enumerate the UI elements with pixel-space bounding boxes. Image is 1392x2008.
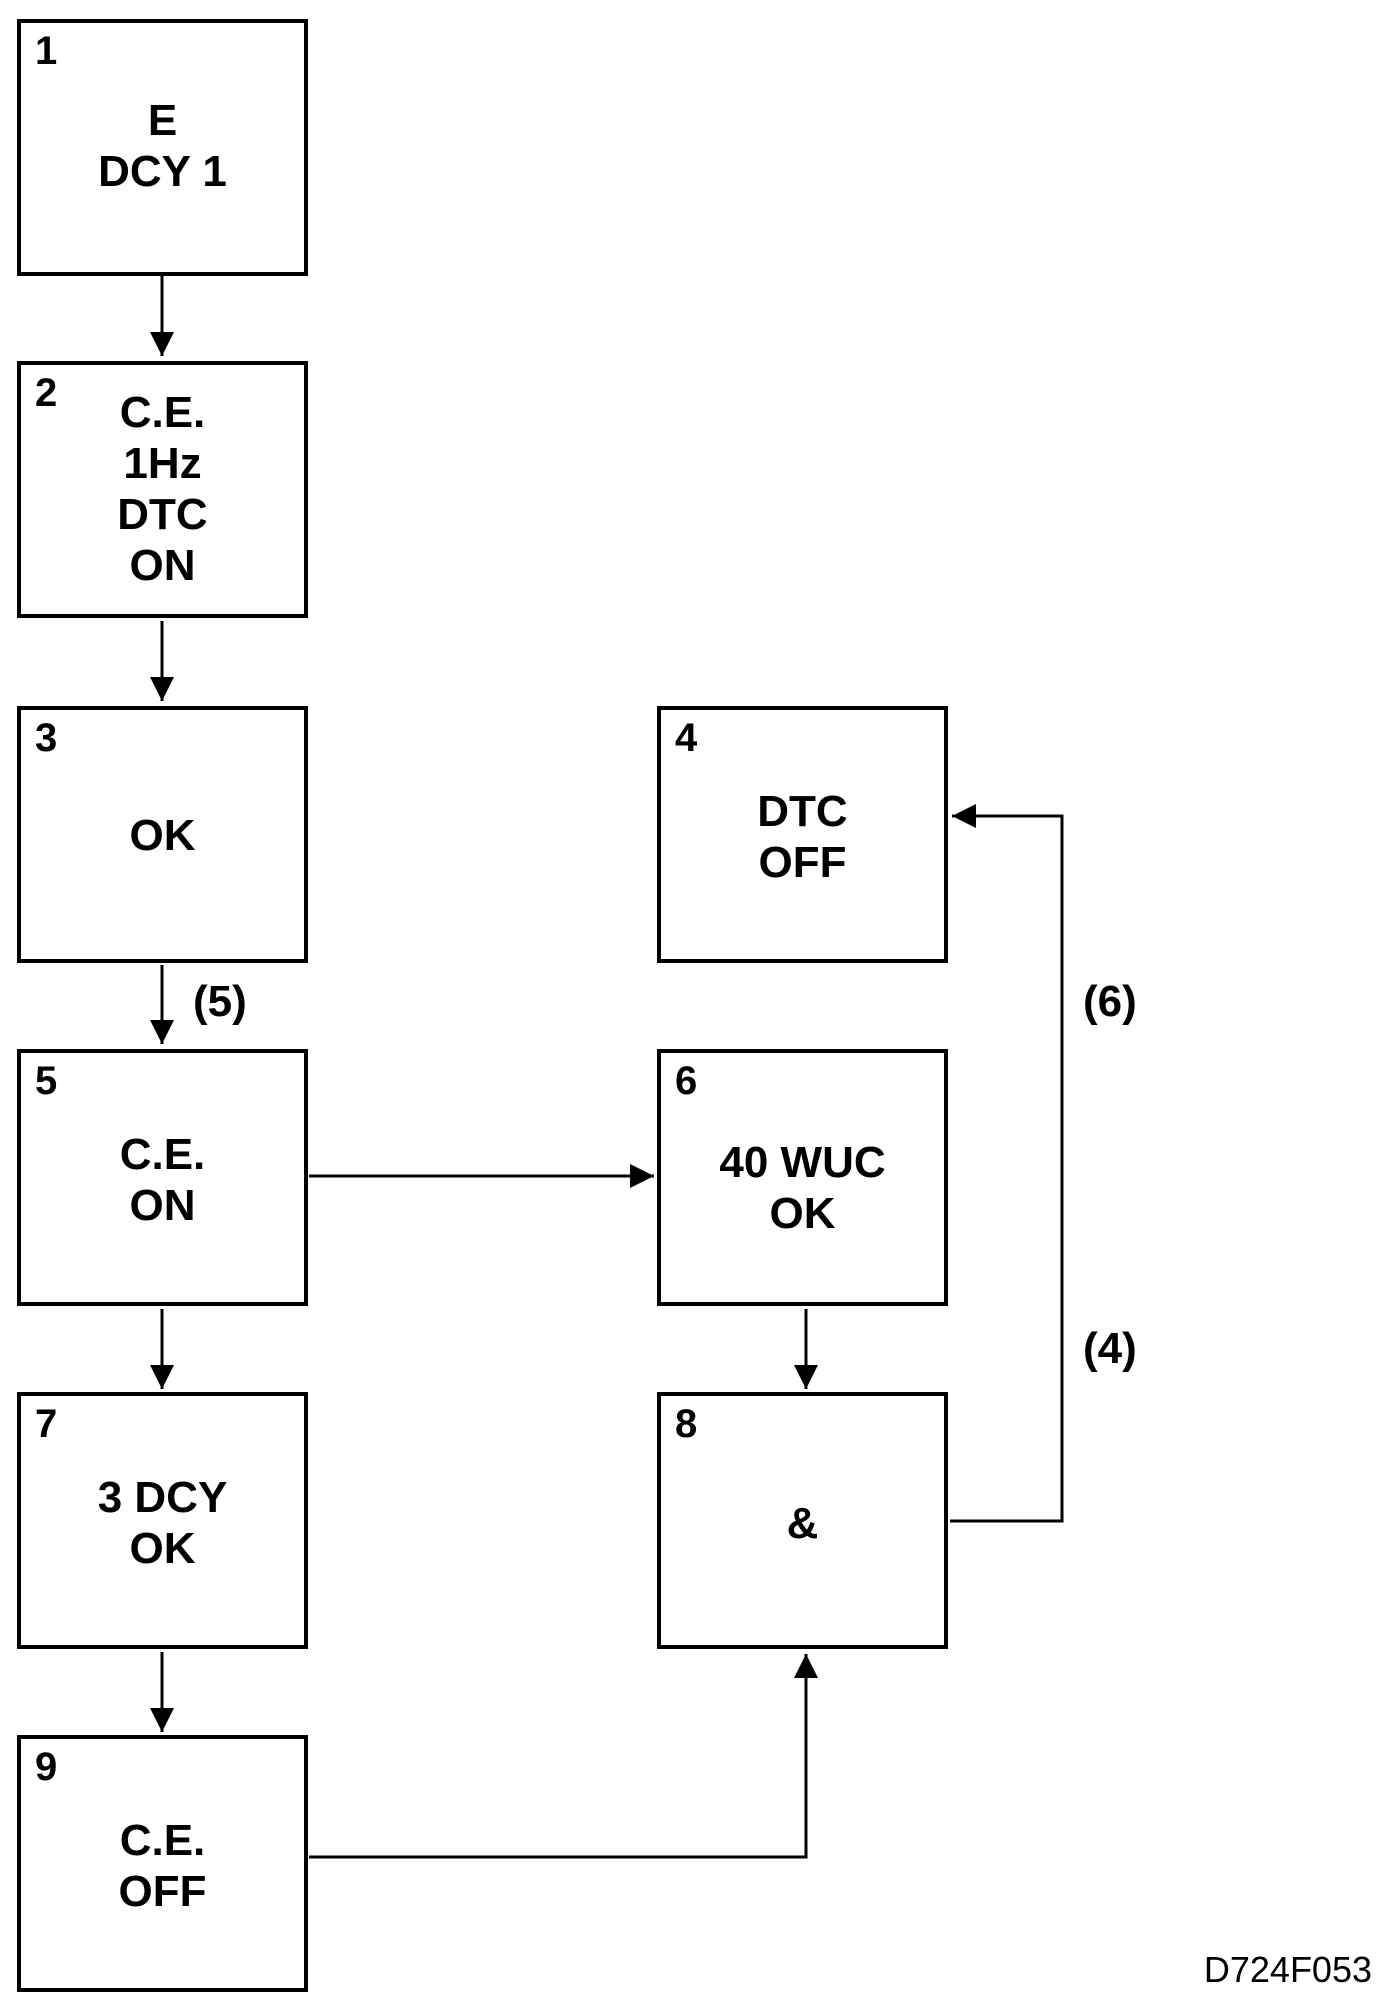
box-4-text: DTC OFF [757, 787, 848, 887]
box-9-text: C.E. OFF [118, 1816, 207, 1916]
box-6-number: 6 [675, 1059, 698, 1103]
box-8: 8 & [657, 1392, 948, 1649]
box-8-text: & [786, 1499, 819, 1548]
box-2: 2 C.E. 1Hz DTC ON [17, 361, 308, 618]
box-1-number: 1 [35, 29, 58, 73]
arrow-9-to-8 [309, 1654, 818, 1859]
box-3-text: OK [129, 811, 196, 860]
box-7: 7 3 DCY OK [17, 1392, 308, 1649]
box-5-text: C.E. ON [119, 1130, 206, 1230]
box-4: 4 DTC OFF [657, 706, 948, 963]
box-6-text: 40 WUC OK [719, 1138, 886, 1238]
box-1: 1 E DCY 1 [17, 19, 308, 276]
box-7-number: 7 [35, 1402, 58, 1446]
arrow-8-to-4 [950, 804, 1064, 1523]
box-8-number: 8 [675, 1402, 698, 1446]
box-7-text: 3 DCY OK [97, 1473, 228, 1573]
box-5: 5 C.E. ON [17, 1049, 308, 1306]
box-6: 6 40 WUC OK [657, 1049, 948, 1306]
box-9-number: 9 [35, 1745, 58, 1789]
edge-label-5: (5) [193, 977, 247, 1026]
box-1-text: E DCY 1 [98, 96, 227, 196]
box-5-number: 5 [35, 1059, 58, 1103]
box-9: 9 C.E. OFF [17, 1735, 308, 1992]
edge-label-4: (4) [1083, 1324, 1137, 1373]
box-3: 3 OK [17, 706, 308, 963]
edge-label-6: (6) [1083, 977, 1137, 1026]
box-4-number: 4 [675, 716, 698, 760]
box-2-text: C.E. 1Hz DTC ON [117, 388, 208, 590]
box-2-number: 2 [35, 371, 58, 415]
figure-id: D724F053 [1203, 1949, 1372, 1990]
box-3-number: 3 [35, 716, 58, 760]
